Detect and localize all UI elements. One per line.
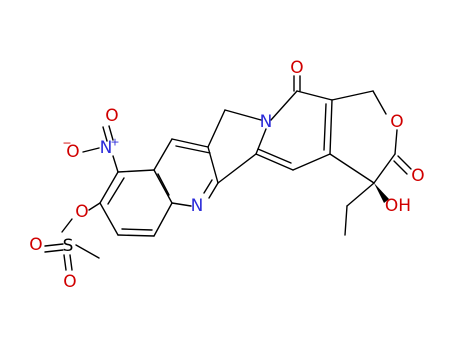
- bond-wedge-oh: [374, 183, 389, 203]
- bond-s-ch3: [75, 244, 100, 259]
- bond-c8-c8a: [153, 202, 173, 237]
- bonds: [44, 75, 412, 271]
- atom-o-lactone: O: [411, 166, 424, 186]
- bond-c-ch: [171, 138, 209, 148]
- atom-o-lactam: O: [290, 58, 303, 78]
- atom-n-ring: N: [260, 112, 273, 132]
- bond-c5-c6-inner: [107, 177, 125, 205]
- bond-cq-c: [329, 153, 375, 184]
- atom-o-nitro-left: O: [66, 142, 79, 162]
- bond-o-cco: [394, 129, 398, 155]
- bond-n-ch2: [224, 109, 262, 121]
- bond-ch2-c: [207, 109, 226, 148]
- bond-c-o-ester: [88, 202, 101, 211]
- bond-ring-left: [255, 128, 267, 155]
- atom-o-nitro-upper: O: [105, 106, 118, 126]
- bond-n-o-upper-b: [108, 125, 114, 141]
- bond-ring-right-inner: [323, 103, 327, 151]
- atom-labels: O N O O OH O N + O − N O S O O: [29, 58, 424, 292]
- bond-ring-right: [329, 99, 333, 155]
- bond-s-o-left-a: [44, 243, 64, 247]
- bond-c4a-c8a-inner: [157, 173, 170, 196]
- bond-c-nitro: [112, 155, 119, 173]
- bond-c6-c7: [99, 202, 119, 236]
- bond-ring-bottom-right: [292, 153, 331, 171]
- atom-o-ring: O: [390, 112, 403, 132]
- bond-c7-c8: [117, 234, 155, 237]
- atom-n-nitro: N: [100, 138, 113, 158]
- bond-cco-c: [296, 90, 333, 101]
- bond-c-ch2o: [331, 90, 374, 101]
- bond-ch-c4a: [153, 138, 173, 171]
- atom-o-sulfonyl-bottom: O: [63, 272, 76, 292]
- charge-plus: +: [110, 136, 119, 149]
- bond-o-s: [61, 218, 73, 233]
- charge-minus: −: [62, 137, 71, 150]
- bond-c4a-c8a: [153, 169, 173, 204]
- bond-s-o-bottom-b: [69, 254, 73, 271]
- bond-lactone-co-a: [397, 155, 412, 170]
- bond-cco-cq: [373, 153, 396, 184]
- bond-ch2-o: [372, 90, 387, 115]
- bond-n-o-left: [82, 147, 100, 153]
- bond-lactone-co-b: [393, 160, 408, 175]
- bond-ring-bottom-left-inner: [257, 148, 292, 164]
- atom-n-pyridine: N: [191, 196, 204, 216]
- bond-5ring-bottom: [217, 153, 257, 184]
- bond-c7-c8-inner: [121, 228, 153, 231]
- atom-s: S: [63, 236, 74, 256]
- bond-c-ch-inner: [175, 145, 211, 154]
- bond-c-n: [270, 90, 298, 121]
- bond-c5-c6: [99, 171, 119, 204]
- bond-cq-ch2: [346, 182, 375, 207]
- bond-s-o-bottom-a: [63, 254, 67, 271]
- bond-c-n-py-inner: [203, 179, 213, 194]
- bond-c-n-py: [208, 182, 219, 199]
- bond-c4a-c5: [117, 169, 155, 173]
- bond-s-o-left-b: [44, 249, 64, 253]
- atom-oh: OH: [385, 196, 411, 216]
- atom-o-sulfonyl-left: O: [29, 235, 42, 255]
- atom-o-ester: O: [75, 202, 88, 222]
- bond-ring-bottom-left: [255, 153, 294, 171]
- bond-n-o-upper: [102, 126, 108, 142]
- bond-ch2-ch3: [344, 205, 348, 236]
- bond-c8a-n: [171, 202, 192, 207]
